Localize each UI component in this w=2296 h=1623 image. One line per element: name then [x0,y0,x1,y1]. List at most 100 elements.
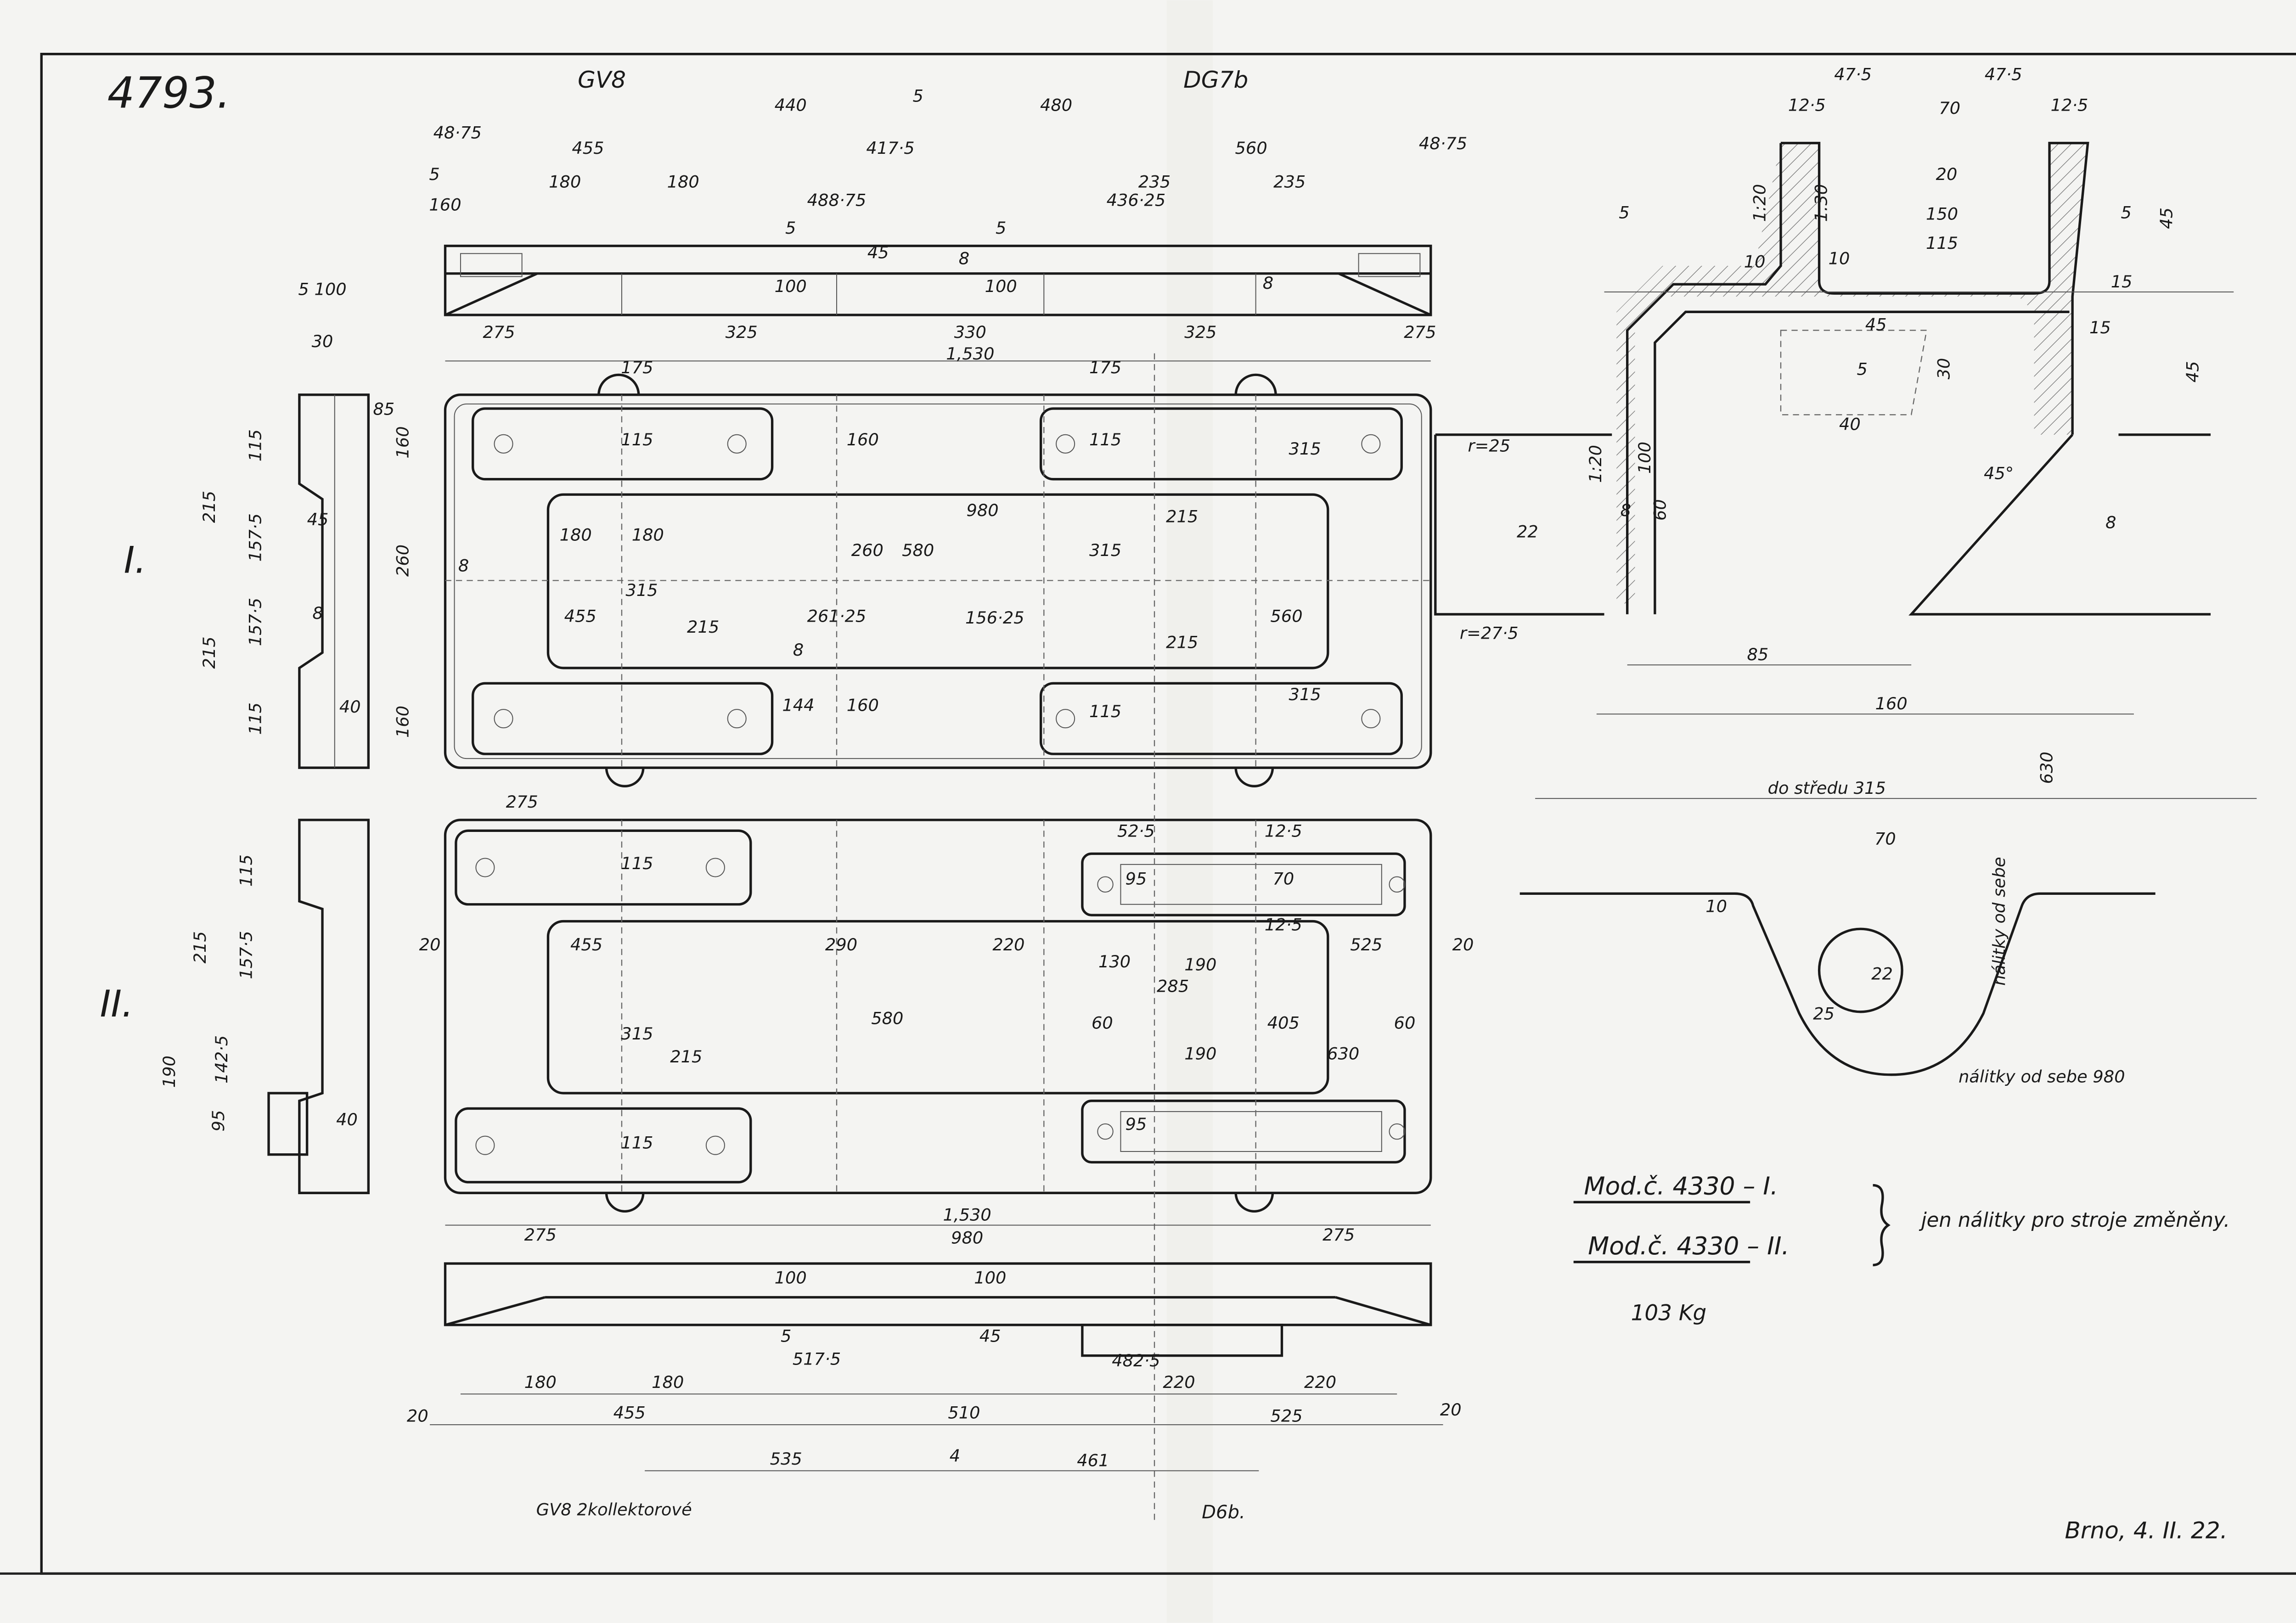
dimension-label: 461 [1077,1450,1109,1470]
note-underlines [1573,1184,1891,1267]
label-d6b: D6b. [1202,1502,1245,1523]
dimension-label: 10 [1744,252,1766,271]
dimension-label: 440 [775,95,807,115]
dimension-label: 275 [506,792,538,812]
model-1-note: Mod.č. 4330 – I. [1584,1172,1778,1201]
dimension-label: 5 [2121,202,2132,222]
dimension-label: 20 [1936,164,1958,184]
dimension-label: 12·5 [1265,915,1302,935]
dimension-label: 630 [2037,752,2057,784]
dimension-label: 220 [1304,1372,1336,1392]
dimension-label: 22 [1871,964,1893,984]
dimension-label: 560 [1235,138,1267,158]
dimension-label: 180 [549,172,581,192]
dimension-label: 157·5 [245,598,265,646]
dimension-label: 180 [667,172,699,192]
side-view-variant-1 [298,393,370,769]
dimension-label: 315 [1289,439,1321,459]
dimension-label: 5 [1857,359,1867,379]
dimension-label: 22 [1517,522,1538,542]
dimension-label: 95 [208,1110,228,1132]
dimension-label: 1,530 [943,1205,991,1224]
dimension-label: 535 [770,1449,802,1469]
dimension-label: 980 [966,500,998,520]
dimension-label: 215 [1166,632,1198,652]
dimension-label: 115 [1089,430,1121,449]
dimension-label: 12·5 [2051,95,2088,115]
dimension-label: 60 [1092,1013,1113,1033]
dimension-label: 160 [847,430,879,449]
dimension-label: 95 [1125,869,1147,888]
dimension-label: 100 [1635,442,1654,474]
weight-note: 103 Kg [1631,1301,1707,1326]
dimension-label: 160 [393,706,412,738]
dimension-label: 560 [1270,607,1302,626]
dimension-label: 580 [902,540,934,560]
dimension-label: 275 [1404,322,1436,342]
dimension-label: 455 [570,935,602,955]
dimension-label: 180 [560,525,592,545]
dimension-label: 144 [782,696,814,715]
dimension-label: 160 [847,696,879,715]
dimension-label: 160 [393,426,412,458]
dimension-label: 10 [1829,249,1850,269]
dimension-label: 157·5 [245,513,265,562]
dimension-label: 70 [1272,869,1294,888]
dimension-label: 30 [312,331,333,351]
dimension-label: nálitky od sebe [1989,857,2009,986]
dimension-label: r=27·5 [1460,623,1519,643]
dimension-label: 45 [2183,361,2202,382]
dimension-label: 115 [621,854,653,873]
dimension-label: 8 [458,556,469,575]
dimension-label: 20 [1452,935,1474,955]
dimension-label: 455 [613,1403,646,1423]
variant-2-label: II. [100,983,134,1025]
dimension-label: 85 [1747,645,1768,664]
dimension-label: 70 [1939,98,1960,118]
dimension-label: 47·5 [1985,65,2022,84]
dimension-label: nálitky od sebe 980 [1958,1067,2125,1087]
dimension-label: 20 [1440,1400,1462,1420]
dimension-label: 190 [159,1056,179,1088]
dimension-label: 980 [951,1228,983,1248]
dimension-label: 1:20 [1586,445,1605,483]
dimension-label: 4 [950,1446,960,1466]
dimension-label: 325 [726,322,758,342]
dimension-label: 180 [652,1372,684,1392]
dimension-label: 115 [621,430,653,449]
dimension-label: 100 [775,1268,807,1288]
dimension-label: 190 [1184,955,1216,975]
dimension-label: 8 [312,603,323,623]
dimension-label: 115 [621,1133,653,1152]
dimension-label: 12·5 [1788,95,1826,115]
dimension-label: 455 [564,607,597,626]
dimension-label: 115 [236,854,256,887]
dimension-label: 12·5 [1265,821,1302,841]
dimension-label: 30 [1934,358,1954,380]
lug-detail-view [1519,798,2257,1076]
dimension-label: 100 [974,1268,1006,1288]
dimension-label: 156·25 [965,608,1024,628]
dimension-label: 525 [1350,935,1382,955]
dimension-label: 5 [785,218,796,238]
dimension-label: 180 [524,1372,557,1392]
dimension-label: 175 [1089,358,1121,377]
dimension-label: 5 [1619,202,1629,222]
dimension-label: 142·5 [212,1035,231,1084]
dimension-label: r=25 [1468,436,1510,456]
dimension-label: 220 [992,935,1024,955]
dimension-label: 455 [572,138,604,158]
dimension-label: 405 [1267,1013,1300,1033]
dimension-label: 260 [393,545,412,577]
dimension-label: 8 [959,249,969,269]
dimension-label: 480 [1040,95,1072,115]
dimension-label: 5 100 [298,280,346,299]
dimension-label: 95 [1125,1114,1147,1134]
model-2-note: Mod.č. 4330 – II. [1588,1231,1790,1260]
dimension-label: 1:30 [1811,184,1831,222]
label-gv8-bottom: GV8 2kollektorové [536,1499,692,1519]
dimension-label: 100 [775,276,807,296]
dimension-label: 45 [307,510,329,529]
dimension-label: 5 [912,86,923,106]
